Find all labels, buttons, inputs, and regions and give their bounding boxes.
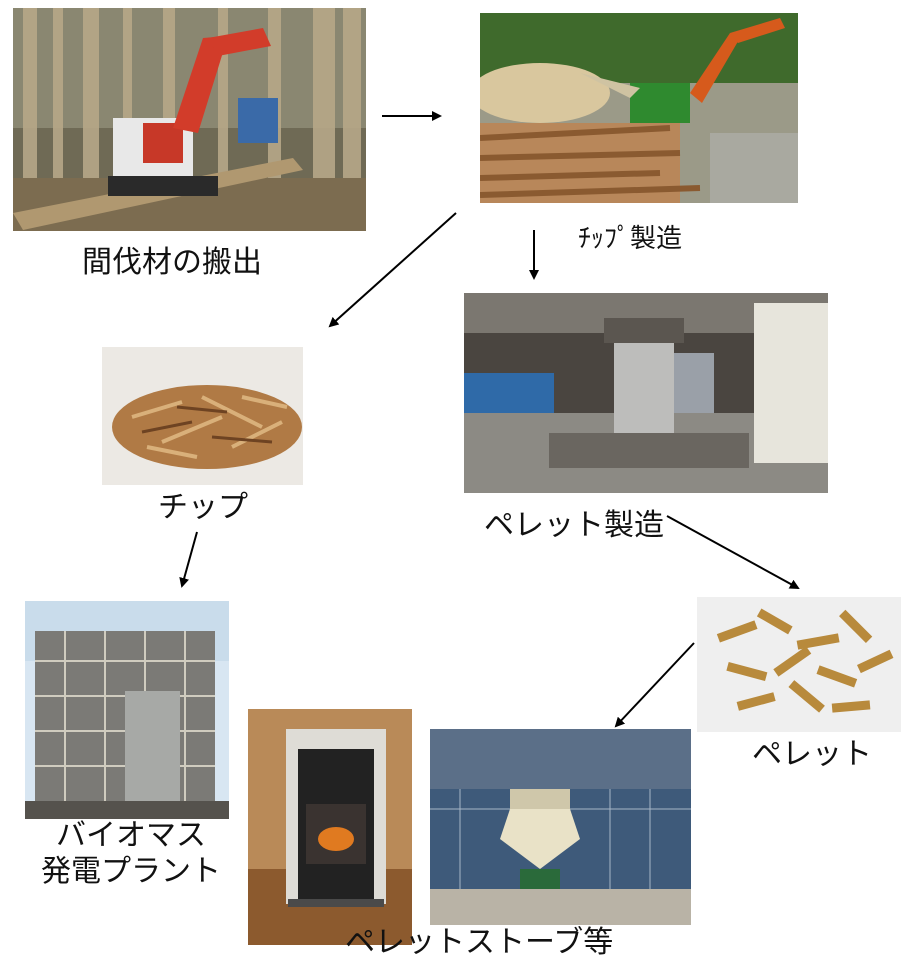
label-pellet-stove: ペレットストーブ等 <box>345 925 614 960</box>
label-chip: チップ <box>158 490 248 525</box>
label-biomass-plant: バイオマス 発電プラント <box>36 818 226 890</box>
wood-chips-photo <box>102 347 303 485</box>
pellets-photo <box>697 597 901 732</box>
label-thinning-removal: 間伐材の搬出 <box>82 245 262 280</box>
arrow-to-silo <box>614 642 695 728</box>
arrow-to-pellets <box>666 515 800 589</box>
arrow-to-chip <box>328 212 457 328</box>
biomass-plant-photo <box>25 601 229 819</box>
label-biomass-line1: バイオマス <box>56 818 206 853</box>
pellet-silo-photo <box>430 729 691 925</box>
label-biomass-line2: 発電プラント <box>41 854 221 889</box>
label-chip-manufacture: ﾁｯﾌﾟ製造 <box>578 224 683 254</box>
forestry-machine-photo <box>13 8 366 231</box>
pellet-stove-photo <box>248 709 412 945</box>
label-pellet-manufacture: ペレット製造 <box>484 508 664 543</box>
chipper-photo <box>480 13 798 203</box>
arrow-to-biomass <box>179 531 198 588</box>
pellet-mill-photo <box>464 293 828 493</box>
label-pellet: ペレット <box>752 737 872 772</box>
